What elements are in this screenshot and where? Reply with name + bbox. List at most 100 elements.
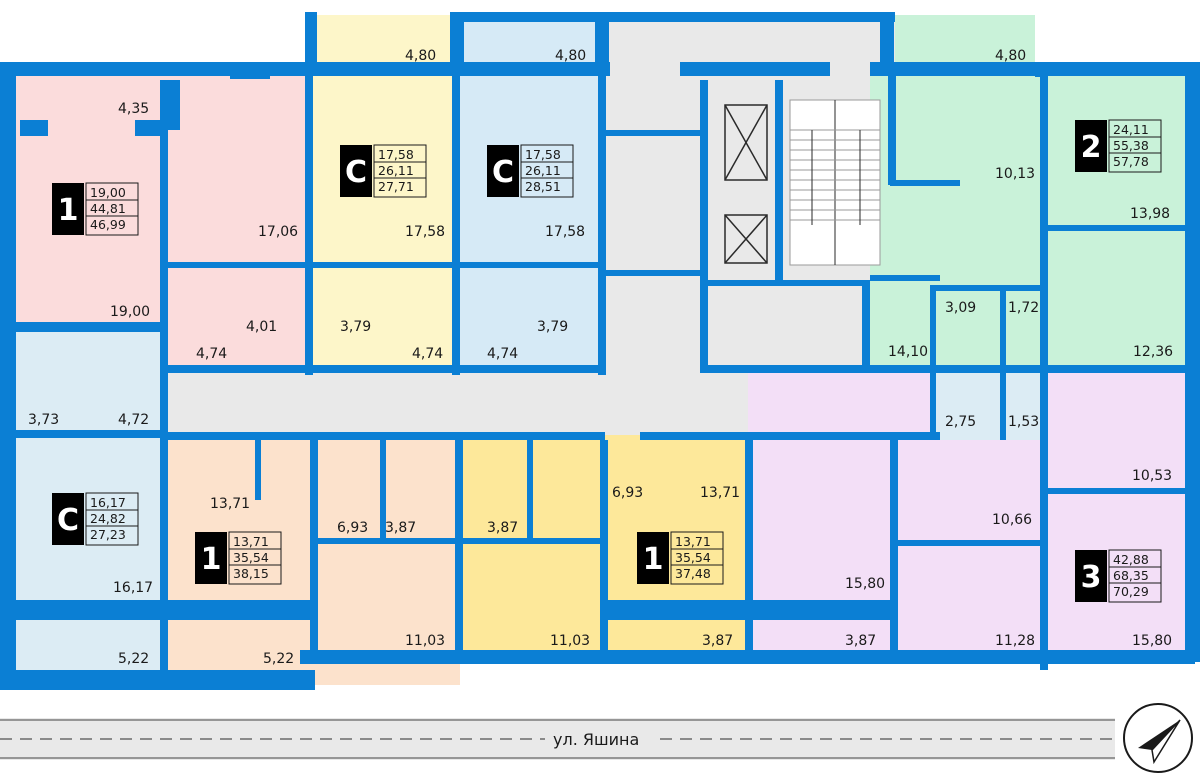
label-a8-room2: 11,28 [995, 633, 1035, 649]
label-a7-balcony: 3,87 [702, 633, 733, 649]
apartment-type: 3 [1081, 560, 1102, 595]
label-a4-wc: 1,72 [1008, 300, 1039, 316]
label-a8-wc: 1,53 [1008, 414, 1039, 430]
apt8-bath-area [930, 370, 1040, 440]
label-a2-room: 17,58 [405, 224, 445, 240]
room-labels: 4,80 4,80 4,80 4,35 17,06 19,00 4,74 4,0… [28, 48, 1173, 667]
apartment-type-box [52, 493, 84, 545]
apartment-area: 19,00 [90, 185, 126, 200]
apartment-area: 13,71 [675, 534, 711, 549]
apartment-type: С [345, 155, 367, 190]
label-a6-room: 13,71 [210, 496, 250, 512]
label-a1-balcony: 4,35 [118, 101, 149, 117]
apartment-type-box [1075, 550, 1107, 602]
label-a7-kitchen: 11,03 [550, 633, 590, 649]
apartment-type: 1 [58, 193, 79, 228]
label-balcony-blue: 4,80 [555, 48, 586, 64]
street-name: ул. Яшина [553, 730, 639, 749]
label-a6-kitchen: 11,03 [405, 633, 445, 649]
label-a8-room1: 15,80 [845, 576, 885, 592]
label-a8-room3: 15,80 [1132, 633, 1172, 649]
apartment-type: 1 [201, 542, 222, 577]
apartment-type: С [492, 155, 514, 190]
balcony-blue [455, 15, 600, 70]
label-a3-hall: 4,74 [487, 346, 518, 362]
label-a8-kitchen: 10,53 [1132, 468, 1172, 484]
label-a5-bath: 3,73 [28, 412, 59, 428]
balcony-green [895, 15, 1035, 70]
apartment-type-box [487, 145, 519, 197]
label-a2-hall: 4,74 [412, 346, 443, 362]
apt5-area [15, 330, 165, 685]
apartment-area: 26,11 [525, 163, 561, 178]
apartment-area: 17,58 [378, 147, 414, 162]
label-a5-hall: 4,72 [118, 412, 149, 428]
label-a2-bath: 3,79 [340, 319, 371, 335]
apartment-type-box [1075, 120, 1107, 172]
label-a4-hall: 14,10 [888, 344, 928, 360]
apartment-type: 1 [643, 542, 664, 577]
apartment-area: 35,54 [233, 550, 269, 565]
label-a5-room: 16,17 [113, 580, 153, 596]
balcony-yellow [315, 15, 455, 70]
apt3-area [458, 75, 600, 370]
label-a4-room2: 12,36 [1133, 344, 1173, 360]
label-a8-bath: 2,75 [945, 414, 976, 430]
label-a4-room: 13,98 [1130, 206, 1170, 222]
apartment-area: 35,54 [675, 550, 711, 565]
walls [0, 12, 1200, 690]
label-a7-bath: 3,87 [487, 520, 518, 536]
label-a3-bath: 3,79 [537, 319, 568, 335]
label-a8-balcony: 3,87 [845, 633, 876, 649]
label-a1-hall: 4,74 [196, 346, 227, 362]
label-a5-balcony: 5,22 [118, 651, 149, 667]
street: ул. Яшина [0, 718, 1115, 760]
apartment-area: 16,17 [90, 495, 126, 510]
label-a3-room: 17,58 [545, 224, 585, 240]
apartment-type: С [57, 503, 79, 538]
apartment-area: 68,35 [1113, 568, 1149, 583]
label-a6-bath: 3,87 [385, 520, 416, 536]
apartment-area: 37,48 [675, 566, 711, 581]
apartment-area: 28,51 [525, 179, 561, 194]
apt4-area [870, 75, 1190, 370]
apartment-area: 24,11 [1113, 122, 1149, 137]
apartment-area: 57,78 [1113, 154, 1149, 169]
compass-arrow-icon [1123, 703, 1193, 773]
apartment-area: 38,15 [233, 566, 269, 581]
label-a7-room: 13,71 [700, 485, 740, 501]
apartment-area: 27,23 [90, 527, 126, 542]
apt2-area [310, 75, 458, 370]
label-a1-bath: 4,01 [246, 319, 277, 335]
apartment-area: 24,82 [90, 511, 126, 526]
label-a4-bath: 3,09 [945, 300, 976, 316]
label-balcony-yellow: 4,80 [405, 48, 436, 64]
label-a1-room: 19,00 [110, 304, 150, 320]
staircase [789, 99, 881, 266]
apartment-area: 55,38 [1113, 138, 1149, 153]
apartment-type: 2 [1081, 130, 1102, 165]
apartment-type-box [637, 532, 669, 584]
apartment-area: 44,81 [90, 201, 126, 216]
apartment-area: 46,99 [90, 217, 126, 232]
apartment-type-box [340, 145, 372, 197]
apartment-area: 26,11 [378, 163, 414, 178]
label-a1-kitchen: 17,06 [258, 224, 298, 240]
lift-shaft [724, 104, 768, 264]
apartment-area: 42,88 [1113, 552, 1149, 567]
label-a4-kitchen: 10,13 [995, 166, 1035, 182]
apartment-area: 13,71 [233, 534, 269, 549]
label-balcony-green: 4,80 [995, 48, 1026, 64]
label-a6-hall: 6,93 [337, 520, 368, 536]
apartment-area: 70,29 [1113, 584, 1149, 599]
